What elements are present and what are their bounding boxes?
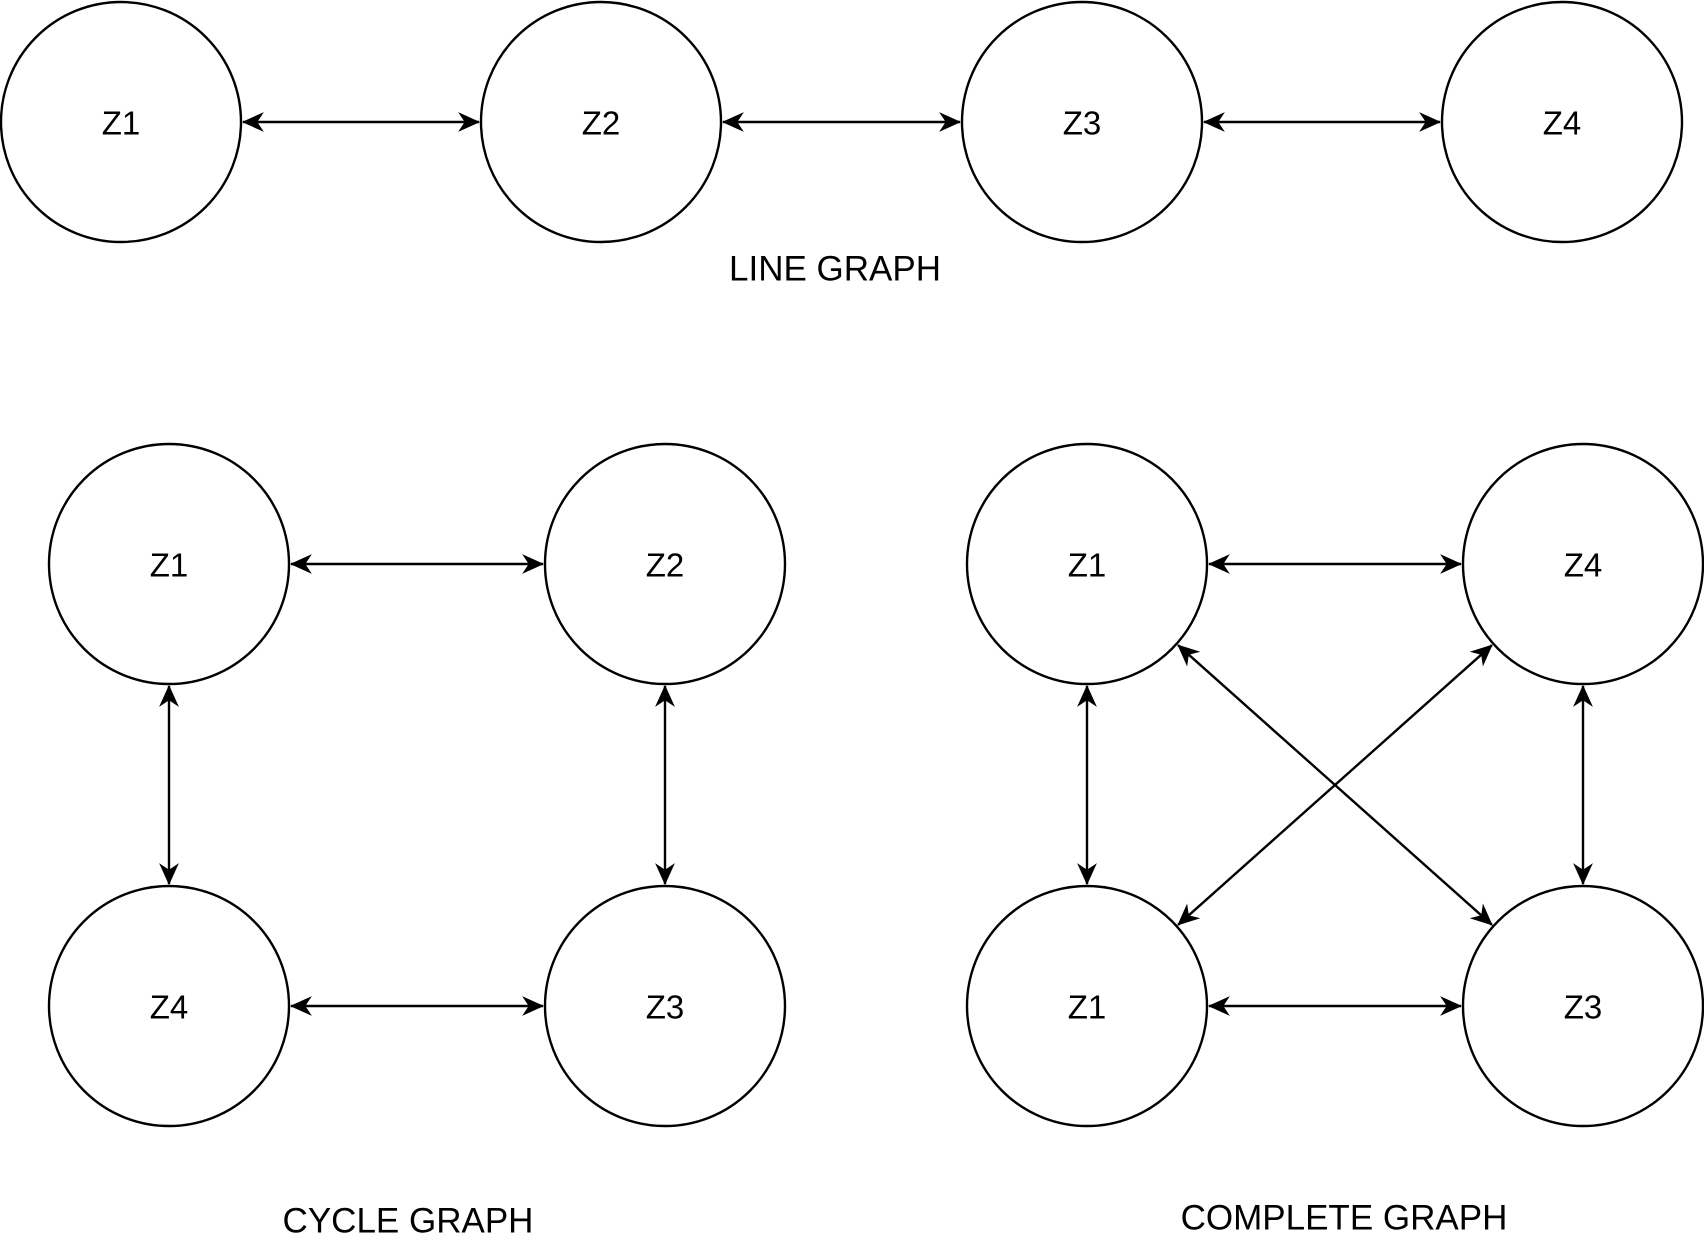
cycle-node-z1: Z1 xyxy=(47,442,291,686)
node-label: Z4 xyxy=(1564,547,1603,584)
node-circle xyxy=(47,884,291,1128)
line-node-z1: Z1 xyxy=(0,0,243,244)
line-node-z3: Z3 xyxy=(960,0,1204,244)
node-label: Z4 xyxy=(1543,105,1582,142)
node-label: Z3 xyxy=(1564,989,1603,1026)
node-circle xyxy=(1461,442,1704,686)
complete-node-z1: Z1 xyxy=(965,442,1209,686)
node-label: Z1 xyxy=(102,105,141,142)
node-circle xyxy=(1461,884,1704,1128)
complete-node-z4: Z4 xyxy=(1461,442,1704,686)
cycle-node-z3: Z3 xyxy=(543,884,787,1128)
cycle-graph-caption: CYCLE GRAPH xyxy=(283,1202,534,1241)
node-label: Z3 xyxy=(646,989,685,1026)
line-node-z4: Z4 xyxy=(1440,0,1684,244)
cycle-node-z4: Z4 xyxy=(47,884,291,1128)
node-circle xyxy=(960,0,1204,244)
node-circle xyxy=(543,884,787,1128)
complete-edge-z4-z1 xyxy=(1177,644,1493,926)
node-label: Z1 xyxy=(1068,989,1107,1026)
line-node-z2: Z2 xyxy=(479,0,723,244)
line-graph: Z1 Z2 Z3 Z4 LINE GRAPH xyxy=(0,0,1684,289)
node-circle xyxy=(543,442,787,686)
node-label: Z4 xyxy=(150,989,189,1026)
node-label: Z2 xyxy=(646,547,685,584)
complete-node-z1: Z1 xyxy=(965,884,1209,1128)
node-label: Z3 xyxy=(1063,105,1102,142)
node-circle xyxy=(1440,0,1684,244)
complete-node-z3: Z3 xyxy=(1461,884,1704,1128)
node-circle xyxy=(0,0,243,244)
node-circle xyxy=(965,884,1209,1128)
node-label: Z2 xyxy=(582,105,621,142)
node-label: Z1 xyxy=(1068,547,1107,584)
complete-graph-caption: COMPLETE GRAPH xyxy=(1181,1199,1508,1238)
line-graph-caption: LINE GRAPH xyxy=(729,250,941,289)
node-circle xyxy=(965,442,1209,686)
node-label: Z1 xyxy=(150,547,189,584)
cycle-node-z2: Z2 xyxy=(543,442,787,686)
node-circle xyxy=(479,0,723,244)
node-circle xyxy=(47,442,291,686)
